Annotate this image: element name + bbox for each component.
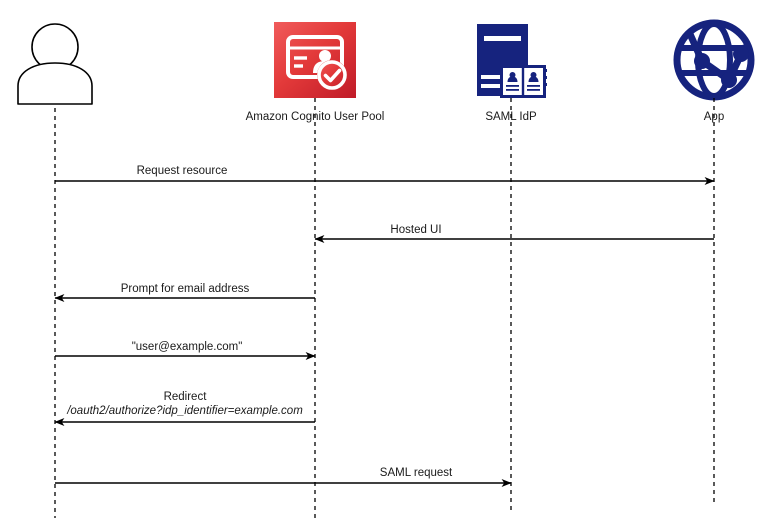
lifelines-group (54, 98, 715, 518)
user-actor-icon (17, 23, 93, 105)
redirect-title: Redirect (163, 391, 207, 403)
message-arrows-group (54, 177, 715, 487)
message-label-prompt-for-email-address: Prompt for email address (117, 282, 253, 296)
redirect-url: /oauth2/authorize?idp_identifier=example… (67, 405, 303, 417)
message-label-hosted-ui: Hosted UI (387, 223, 445, 237)
message-label-user-email-entry: "user@example.com" (128, 340, 246, 354)
participant-label-app: App (703, 111, 725, 123)
amazon-cognito-user-pool-icon (274, 22, 356, 98)
message-label-request-resource: Request resource (133, 164, 231, 178)
saml-idp-directory-icon (477, 24, 547, 98)
app-globe-network-icon (673, 19, 755, 101)
participant-label-cognito: Amazon Cognito User Pool (245, 111, 385, 123)
participant-label-saml-idp: SAML IdP (485, 111, 537, 123)
message-label-redirect-authorize: Redirect /oauth2/authorize?idp_identifie… (64, 390, 306, 418)
message-label-saml-request: SAML request (376, 466, 456, 480)
